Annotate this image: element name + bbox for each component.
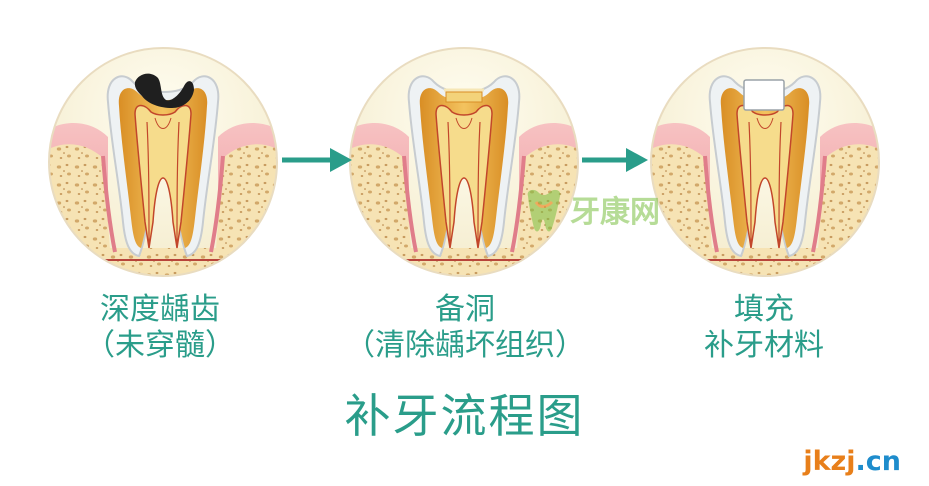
tooth-step-1-deep-caries — [49, 48, 277, 276]
tooth-step-3-filled — [651, 48, 879, 276]
site-logo-part-2: .cn — [855, 446, 901, 477]
arrow-2-to-3 — [582, 148, 648, 172]
step-1-label: 深度龋齿 （未穿髓） — [60, 292, 260, 364]
step-2-label: 备洞 （清除龋坏组织） — [315, 292, 615, 364]
step-1-line-1: 深度龋齿 — [100, 292, 220, 327]
watermark-text: 牙康网 — [570, 195, 660, 230]
tooth-logo-icon — [527, 189, 561, 232]
diagram-title: 补牙流程图 — [344, 389, 585, 443]
step-1-line-2: （未穿髓） — [85, 328, 235, 363]
tooth-circle-3 — [650, 47, 880, 277]
arrow-1-to-2 — [282, 148, 352, 172]
site-logo-part-1: jkzj — [803, 446, 856, 477]
step-2-line-1: 备洞 — [435, 292, 495, 327]
step-2-line-2: （清除龋坏组织） — [345, 328, 585, 363]
step-3-label: 填充 补牙材料 — [664, 292, 864, 364]
step-3-line-1: 填充 — [734, 292, 794, 327]
tooth-circle-2 — [349, 47, 579, 277]
site-logo: jkzj.cn — [803, 446, 901, 478]
tooth-circle-1 — [48, 47, 278, 277]
watermark: 牙康网 — [522, 188, 722, 238]
step-3-line-2: 补牙材料 — [704, 328, 824, 363]
tooth-step-2-prepared — [350, 48, 578, 276]
